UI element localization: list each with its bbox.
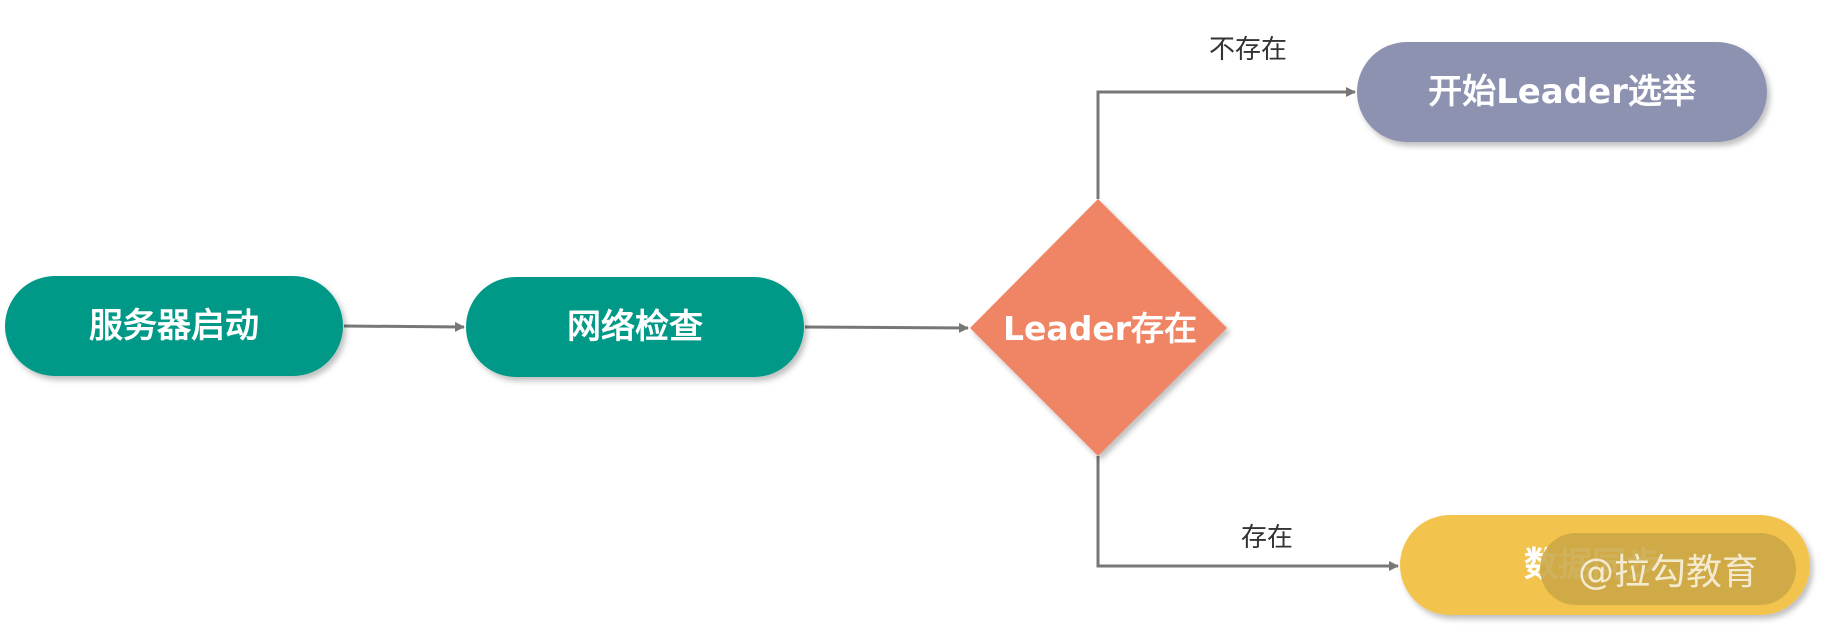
arrow-start-to-check [343, 321, 465, 332]
edges [343, 87, 1399, 571]
node-start-election: 开始Leader选举 [1357, 42, 1767, 142]
node-server-start-shape [5, 276, 343, 376]
arrow-decision-to-election [1096, 87, 1356, 199]
node-leader-exists-shape [970, 199, 1227, 456]
node-server-start-label: 服务器启动 [89, 306, 259, 346]
node-server-start: 服务器启动 [5, 276, 343, 376]
node-leader-exists: Leader存在 [970, 199, 1227, 456]
watermark-background [1540, 533, 1796, 605]
node-network-check-label: 网络检查 [567, 307, 703, 347]
node-start-election-label: 开始Leader选举 [1428, 72, 1697, 112]
watermark: @拉勾教育 [1540, 533, 1796, 605]
watermark-text: @拉勾教育 [1578, 552, 1758, 593]
node-start-election-shape [1357, 42, 1767, 142]
arrow-check-to-decision [804, 322, 969, 333]
arrow-decision-to-sync [1096, 456, 1399, 571]
node-leader-exists-label: Leader存在 [1003, 309, 1197, 348]
edge-label-exists: 存在 [1241, 523, 1293, 553]
node-network-check-shape [466, 277, 804, 377]
node-network-check: 网络检查 [466, 277, 804, 377]
edge-label-not-exists: 不存在 [1209, 35, 1287, 65]
